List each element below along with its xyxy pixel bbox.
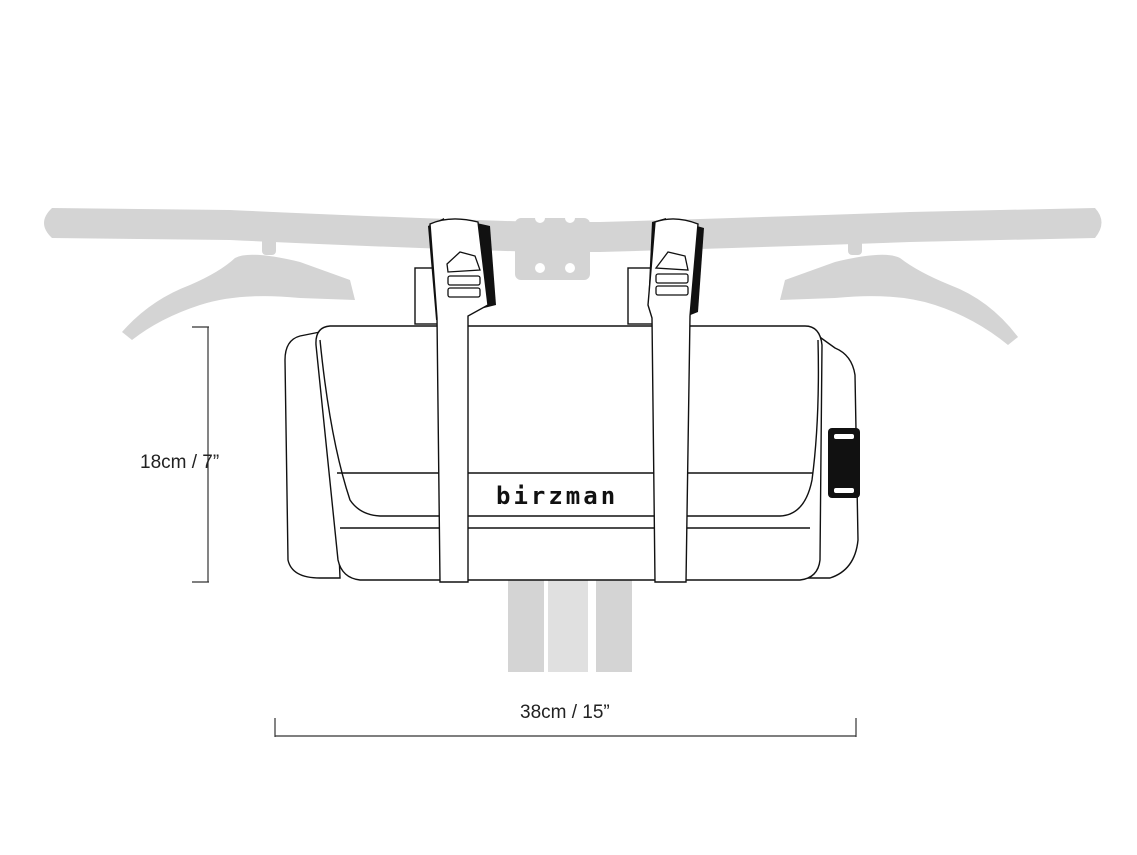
handlebar (44, 208, 1102, 672)
bag (284, 267, 859, 581)
brand-logo: birzman (496, 482, 619, 510)
height-dimension-line (192, 326, 209, 583)
strap-right (647, 218, 704, 583)
width-label: 38cm / 15” (520, 702, 610, 723)
width-dimension-line (274, 718, 857, 737)
strap-left (428, 218, 496, 583)
bag-body (315, 325, 823, 581)
height-label: 18cm / 7” (140, 452, 220, 473)
buckle (828, 428, 860, 498)
